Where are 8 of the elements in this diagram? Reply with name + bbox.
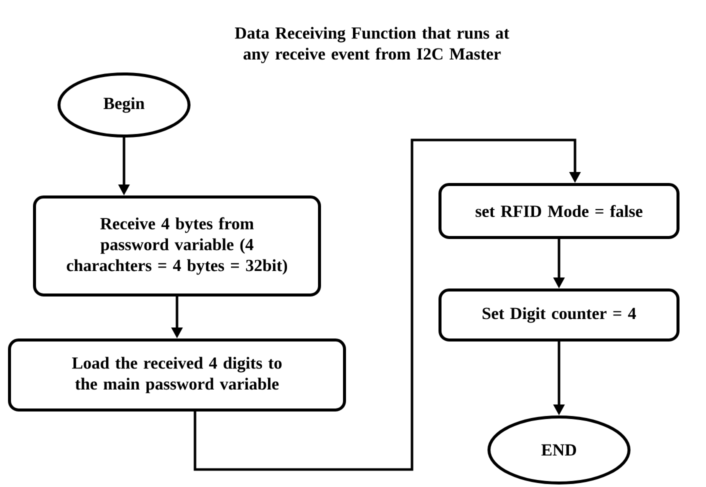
arrow — [194, 138, 581, 471]
process-box: set RFID Mode = false — [438, 183, 680, 239]
process-box: Set Digit counter = 4 — [438, 288, 680, 342]
process-box: Load the received 4 digits to the main password variable — [8, 338, 346, 412]
terminal-oval: Begin — [58, 72, 190, 138]
process-box: Receive 4 bytes from password variable (4 charachters = 4 bytes = 32bit) — [33, 196, 321, 296]
title: Data Receiving Function that runs at any receive event from I2C Master — [234, 26, 510, 64]
terminal-oval: END — [488, 416, 630, 484]
